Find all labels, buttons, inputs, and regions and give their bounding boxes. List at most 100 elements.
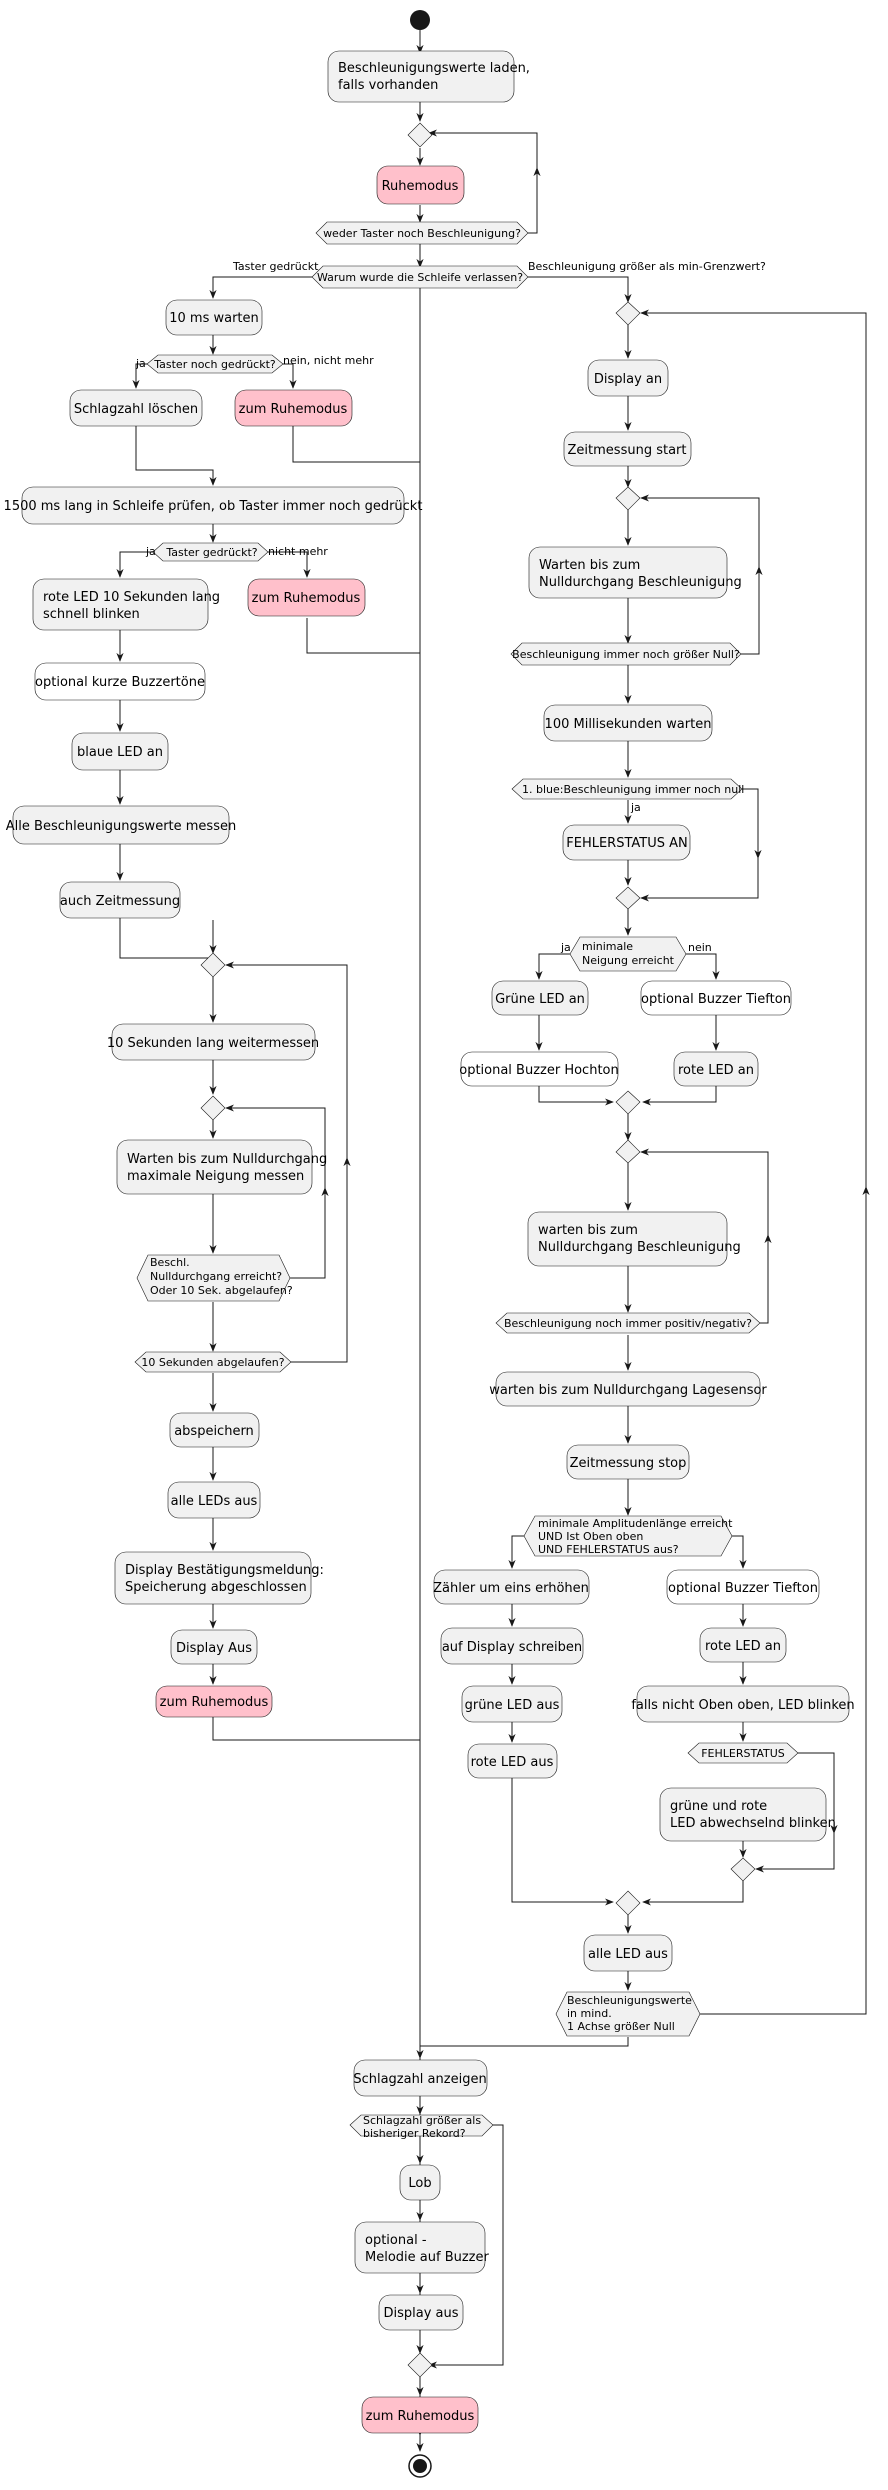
node-display-an: Display an	[587, 359, 669, 397]
merge-diamond-rekord	[407, 2352, 433, 2378]
node-rote-led-blinken: rote LED 10 Sekunden lang schnell blinke…	[32, 578, 220, 631]
svg-text:LED abwechselnd blinken: LED abwechselnd blinken	[670, 1816, 836, 1831]
node-zum-ruhemodus-3: zum Ruhemodus	[155, 1685, 273, 1718]
svg-text:rote LED aus: rote LED aus	[471, 1755, 554, 1770]
svg-text:FEHLERSTATUS: FEHLERSTATUS	[701, 1747, 785, 1760]
svg-text:grüne LED aus: grüne LED aus	[465, 1698, 560, 1713]
label-beschleunigung: Beschleunigung größer als min-Grenzwert?	[528, 260, 766, 273]
node-auch-zeitmessung: auch Zeitmessung	[59, 881, 181, 919]
svg-text:zum Ruhemodus: zum Ruhemodus	[239, 402, 348, 417]
condition-10s-abgelaufen: 10 Sekunden abgelaufen?	[134, 1351, 292, 1373]
svg-text:Schlagzahl größer als: Schlagzahl größer als	[363, 2114, 481, 2127]
svg-text:UND FEHLERSTATUS aus?: UND FEHLERSTATUS aus?	[538, 1543, 679, 1556]
label-nicht-mehr: nicht mehr	[268, 545, 328, 558]
svg-text:bisheriger Rekord?: bisheriger Rekord?	[363, 2127, 466, 2140]
svg-text:optional Buzzer Tiefton: optional Buzzer Tiefton	[668, 1581, 818, 1596]
svg-text:grüne und rote: grüne und rote	[670, 1799, 767, 1814]
label-nein: nein	[688, 941, 712, 954]
merge-diamond-neigung	[615, 1090, 641, 1115]
svg-text:rote LED 10 Sekunden lang: rote LED 10 Sekunden lang	[43, 590, 220, 605]
svg-text:100 Millisekunden warten: 100 Millisekunden warten	[545, 717, 712, 732]
node-ruhemodus: Ruhemodus	[376, 165, 465, 205]
svg-text:Taster noch gedrückt?: Taster noch gedrückt?	[153, 358, 276, 371]
node-warten-null-2: warten bis zum Nulldurchgang Beschleunig…	[527, 1211, 741, 1267]
svg-text:Grüne LED an: Grüne LED an	[495, 992, 585, 1007]
svg-text:Display aus: Display aus	[383, 2306, 458, 2321]
node-zum-ruhemodus-2: zum Ruhemodus	[247, 578, 366, 617]
condition-rekord: Schlagzahl größer als bisheriger Rekord?	[349, 2114, 494, 2140]
label-ja-2: ja	[145, 545, 156, 558]
svg-text:zum Ruhemodus: zum Ruhemodus	[252, 591, 361, 606]
svg-text:Oder 10 Sek. abgelaufen?: Oder 10 Sek. abgelaufen?	[150, 1284, 293, 1297]
node-rote-led-aus: rote LED aus	[467, 1743, 558, 1779]
node-buzzer-kurz: optional kurze Buzzertöne	[34, 662, 206, 701]
node-gruene-led-aus: grüne LED aus	[461, 1685, 563, 1723]
condition-min-neigung: minimale Neigung erreicht	[569, 936, 687, 972]
svg-text:auf Display schreiben: auf Display schreiben	[442, 1640, 582, 1655]
svg-text:blaue LED an: blaue LED an	[77, 745, 163, 760]
node-schlagzahl-anzeigen: Schlagzahl anzeigen	[353, 2059, 488, 2097]
svg-text:Lob: Lob	[408, 2176, 431, 2191]
svg-text:optional -: optional -	[365, 2233, 427, 2248]
node-buzzer-tiefton-2: optional Buzzer Tiefton	[666, 1569, 820, 1605]
node-gruene-led-an: Grüne LED an	[491, 980, 589, 1016]
svg-text:Warten bis zum Nulldurchgang: Warten bis zum Nulldurchgang	[127, 1152, 327, 1167]
svg-text:alle LEDs aus: alle LEDs aus	[171, 1494, 258, 1509]
svg-text:Warten bis zum: Warten bis zum	[539, 558, 640, 573]
svg-text:optional kurze Buzzertöne: optional kurze Buzzertöne	[35, 675, 205, 690]
node-schlagzahl-loeschen: Schlagzahl löschen	[69, 389, 203, 427]
svg-text:Beschleunigungswerte: Beschleunigungswerte	[567, 1994, 692, 2007]
svg-text:weder Taster noch Beschleunigu: weder Taster noch Beschleunigung?	[323, 227, 521, 240]
svg-text:Beschl.: Beschl.	[150, 1256, 190, 1269]
node-blaue-led-an: blaue LED an	[71, 732, 169, 771]
node-fehlerstatus-an: FEHLERSTATUS AN	[562, 824, 691, 861]
svg-text:warten bis zum: warten bis zum	[538, 1223, 638, 1238]
condition-beschl-groesser-null: Beschleunigung immer noch größer Null?	[510, 642, 742, 666]
svg-text:in mind.: in mind.	[567, 2007, 612, 2020]
svg-text:Nulldurchgang erreicht?: Nulldurchgang erreicht?	[150, 1270, 282, 1283]
svg-text:Warum wurde die Schleife verla: Warum wurde die Schleife verlassen?	[317, 271, 523, 284]
node-display-aus-left: Display Aus	[170, 1629, 258, 1665]
svg-text:auch Zeitmessung: auch Zeitmessung	[60, 894, 180, 909]
label-taster-gedrueckt: Taster gedrückt	[232, 260, 319, 273]
svg-text:10 ms warten: 10 ms warten	[169, 311, 259, 326]
node-zum-ruhemodus-final: zum Ruhemodus	[361, 2396, 479, 2434]
svg-text:rote LED an: rote LED an	[705, 1639, 781, 1654]
condition-fehlerstatus: FEHLERSTATUS	[687, 1742, 799, 1764]
condition-loop: weder Taster noch Beschleunigung?	[315, 221, 529, 245]
svg-text:FEHLERSTATUS AN: FEHLERSTATUS AN	[566, 836, 687, 851]
svg-text:falls nicht Oben oben, LED bli: falls nicht Oben oben, LED blinken	[631, 1698, 854, 1713]
merge-diamond-right-loop	[615, 301, 641, 326]
node-oben-blinken: falls nicht Oben oben, LED blinken	[631, 1685, 855, 1723]
node-melodie: optional - Melodie auf Buzzer	[354, 2221, 489, 2274]
merge-diamond-warten-null	[615, 486, 641, 511]
svg-text:alle LED aus: alle LED aus	[588, 1947, 668, 1962]
svg-text:rote LED an: rote LED an	[678, 1063, 754, 1078]
node-gruen-rot-blinken: grüne und rote LED abwechselnd blinken	[659, 1787, 836, 1842]
svg-text:Beschleunigung noch immer posi: Beschleunigung noch immer positiv/negati…	[504, 1317, 752, 1330]
merge-diamond-null2	[615, 1139, 641, 1164]
svg-text:optional Buzzer Hochton: optional Buzzer Hochton	[459, 1063, 619, 1078]
svg-text:Zähler um eins erhöhen: Zähler um eins erhöhen	[433, 1581, 589, 1596]
node-warten-max: Warten bis zum Nulldurchgang maximale Ne…	[116, 1139, 327, 1195]
condition-why-left: Warum wurde die Schleife verlassen?	[311, 265, 529, 289]
node-alle-leds-aus: alle LEDs aus	[167, 1481, 261, 1519]
node-zeitmessung-stop: Zeitmessung stop	[566, 1444, 690, 1480]
svg-text:Neigung erreicht: Neigung erreicht	[582, 954, 675, 967]
node-warten-null: Warten bis zum Nulldurchgang Beschleunig…	[528, 546, 742, 599]
svg-text:Nulldurchgang Beschleunigung: Nulldurchgang Beschleunigung	[539, 575, 742, 590]
svg-text:minimale Amplitudenlänge errei: minimale Amplitudenlänge erreicht	[538, 1517, 733, 1530]
svg-text:Display Aus: Display Aus	[176, 1641, 252, 1656]
svg-text:Ruhemodus: Ruhemodus	[382, 179, 459, 194]
node-100ms-warten: 100 Millisekunden warten	[543, 704, 713, 742]
start-node	[410, 10, 430, 30]
node-rote-led-an-2: rote LED an	[699, 1627, 787, 1663]
svg-text:abspeichern: abspeichern	[174, 1424, 254, 1439]
svg-text:1 Achse größer Null: 1 Achse größer Null	[567, 2020, 675, 2033]
merge-diamond-max	[200, 1095, 226, 1121]
label-ja-4: ja	[560, 941, 571, 954]
condition-beschl-werte: Beschleunigungswerte in mind. 1 Achse gr…	[555, 1991, 701, 2037]
label-ja-1: ja	[135, 357, 146, 370]
end-node	[408, 2454, 432, 2478]
